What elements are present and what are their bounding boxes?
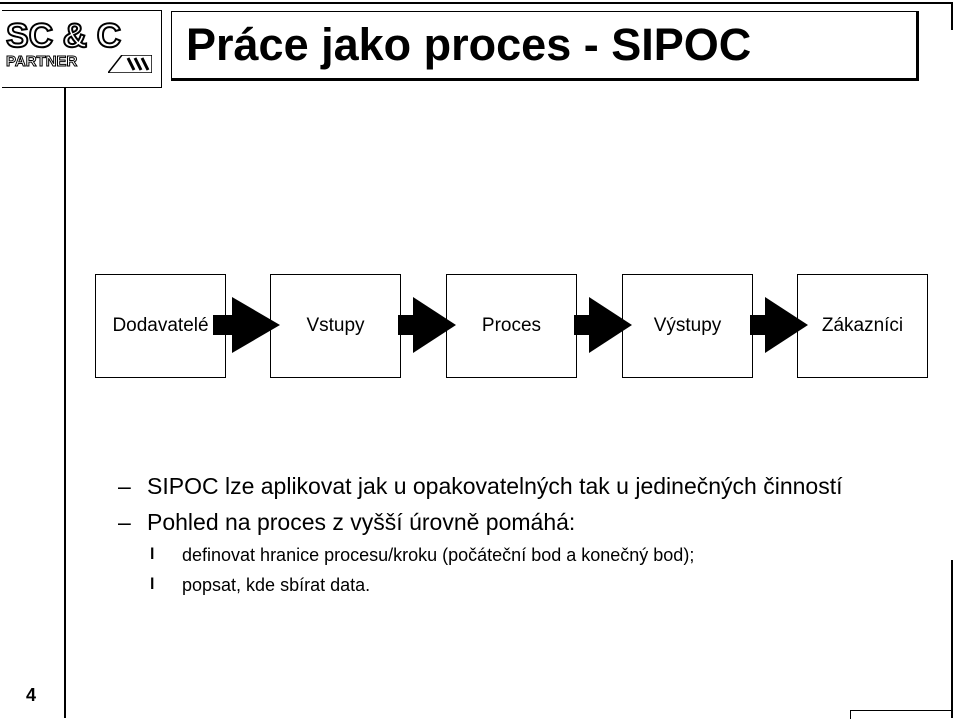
sub-bullet-item: l definovat hranice procesu/kroku (počát… [150, 544, 918, 566]
logo-stripes-icon [108, 55, 152, 73]
sipoc-box-process: Proces [446, 274, 577, 378]
corner-box [850, 710, 953, 719]
top-rule [0, 2, 953, 4]
right-edge-rule-lower [951, 560, 953, 718]
sipoc-box-outputs: Výstupy [622, 274, 753, 378]
bullet-item: – Pohled na proces z vyšší úrovně pomáhá… [118, 508, 918, 536]
bullet-text: Pohled na proces z vyšší úrovně pomáhá: [147, 509, 576, 535]
sipoc-box-suppliers: Dodavatelé [95, 274, 226, 378]
bullet-item: – SIPOC lze aplikovat jak u opakovatelný… [118, 472, 918, 500]
logo-text-partner: PARTNER [5, 53, 78, 71]
slide-title: Práce jako proces - SIPOC [186, 19, 752, 70]
bullet-text: SIPOC lze aplikovat jak u opakovatelných… [147, 473, 843, 499]
sipoc-box-customers: Zákazníci [797, 274, 928, 378]
sub-bullet-item: l popsat, kde sbírat data. [150, 574, 918, 596]
sipoc-box-inputs: Vstupy [270, 274, 401, 378]
sub-bullet-text: popsat, kde sbírat data. [182, 575, 371, 595]
right-edge-rule [951, 4, 953, 30]
logo-text-main: SC & C [5, 17, 122, 55]
title-box: Práce jako proces - SIPOC [171, 11, 919, 81]
sub-bullet-marker: l [150, 576, 155, 593]
company-logo: SC & C PARTNER [2, 10, 162, 88]
page-number: 4 [26, 685, 37, 705]
dash-marker: – [118, 473, 131, 499]
left-margin-rule [64, 88, 66, 718]
bullet-list: – SIPOC lze aplikovat jak u opakovatelný… [118, 472, 918, 604]
sub-bullet-text: definovat hranice procesu/kroku (počáteč… [182, 545, 695, 565]
sub-bullet-marker: l [150, 546, 155, 563]
dash-marker: – [118, 509, 131, 535]
